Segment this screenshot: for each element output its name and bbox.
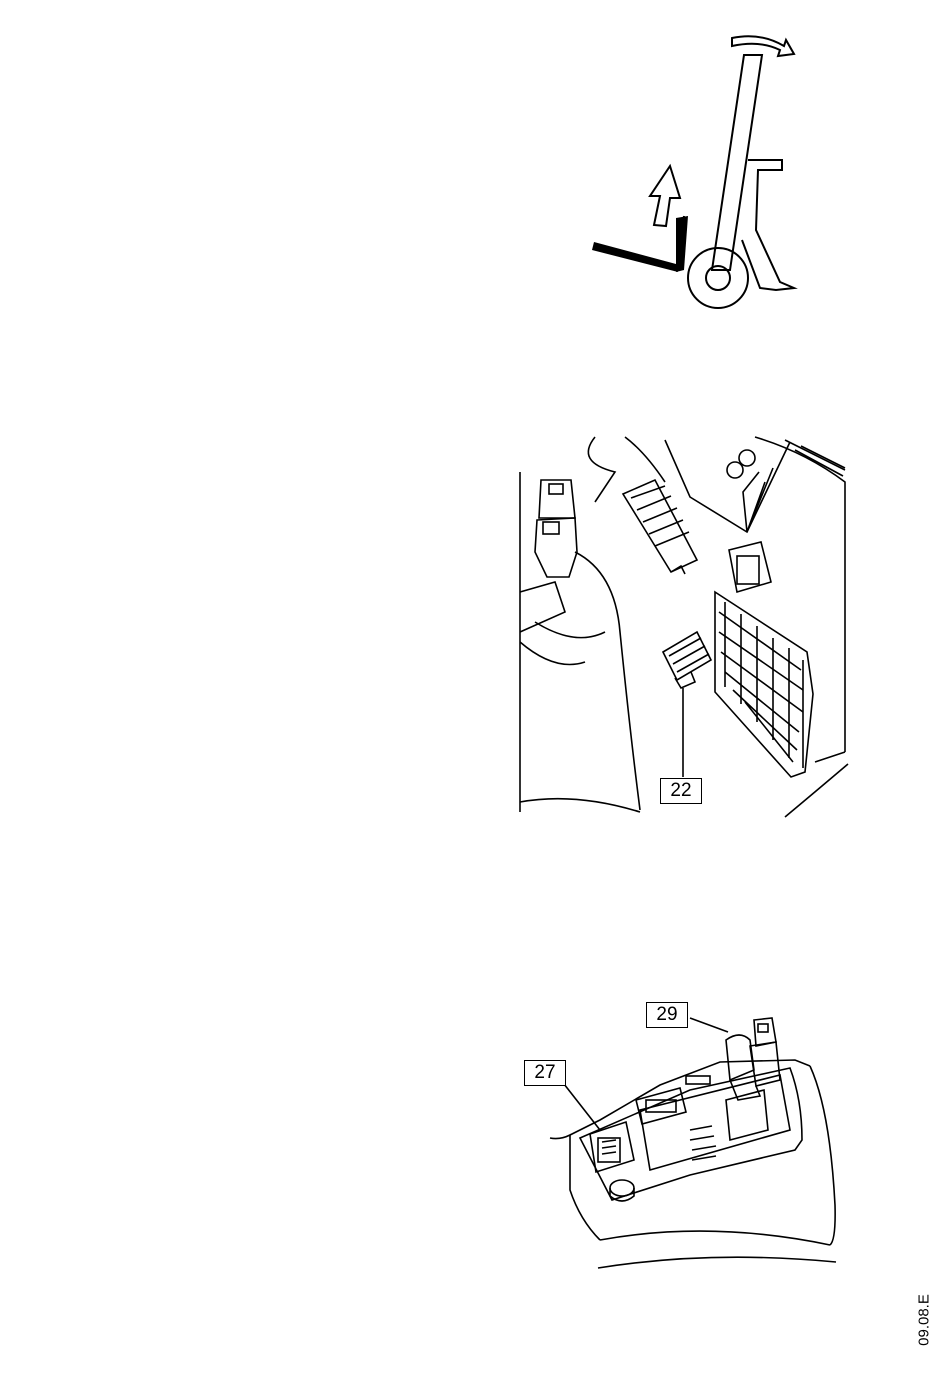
callout-29: 29 — [646, 1002, 688, 1028]
callout-22: 22 — [660, 778, 702, 804]
document-code: 09.08.E — [904, 1290, 944, 1350]
mast-tilt-diagram-icon — [580, 20, 820, 320]
cab-floor-pedals-icon — [515, 432, 850, 822]
callout-27: 27 — [524, 1060, 566, 1086]
document-code-text: 09.08.E — [916, 1294, 933, 1346]
control-console-icon — [540, 1000, 850, 1270]
